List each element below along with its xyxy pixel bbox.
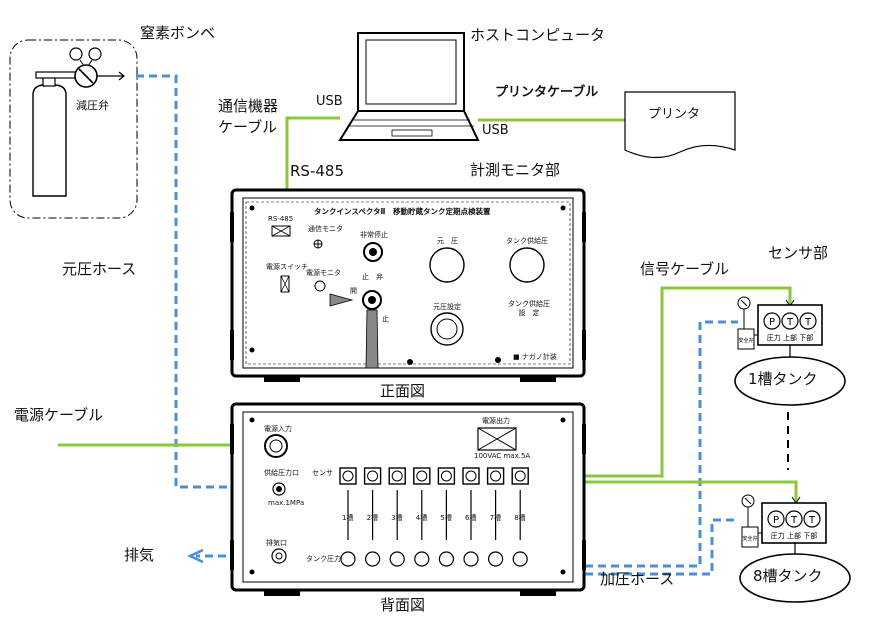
front-rs485-port: RS-485 xyxy=(268,215,294,223)
tank-pressure-port xyxy=(488,551,504,567)
front-view-label: 正面図 xyxy=(380,382,426,400)
channel-label: 5槽 xyxy=(440,514,452,522)
tank-pressure-port xyxy=(512,551,528,567)
tank-pressure-setting-label: タンク供給圧 設 定 xyxy=(508,300,550,318)
valve-stop-label: 止 弁 xyxy=(362,273,383,281)
power-switch-label: 電源スイッチ xyxy=(266,263,308,271)
source-pressure-hose-label: 元圧ホース xyxy=(62,260,137,278)
exhaust-label: 排気 xyxy=(124,546,155,564)
channel-label: 3槽 xyxy=(391,514,403,522)
cylinder-frame xyxy=(9,39,138,219)
tank-pressure-port xyxy=(365,551,381,567)
emergency-stop-label: 非常停止 xyxy=(360,231,388,239)
tank-pressure-port xyxy=(389,551,405,567)
usb-left-label: USB xyxy=(316,94,343,109)
printer-cable-label: プリンタケーブル xyxy=(495,85,599,100)
comm-cable-label: 通信機器 ケーブル xyxy=(218,97,279,136)
sensor-caption: 圧力 上部 下部 xyxy=(771,531,817,540)
sensor-row-label: センサ xyxy=(312,469,333,477)
sensor-gauge-letter: T xyxy=(804,317,812,328)
pressure-reducing-valve-label: 減圧弁 xyxy=(76,99,109,112)
supply-pressure-port-label: 供給圧力口 xyxy=(264,469,299,477)
channel-connectors xyxy=(339,467,529,567)
channel-label: 8槽 xyxy=(514,514,526,522)
sensor-unit-label: センサ部 xyxy=(768,244,829,262)
sensor-gauge-letter: P xyxy=(773,515,779,526)
power-output-label: 電源出力 xyxy=(482,417,510,425)
printer-icon xyxy=(624,91,736,159)
signal-cable-label: 信号ケーブル xyxy=(640,260,730,278)
maker-label: ■ ナガノ計装 xyxy=(513,353,557,361)
laptop-icon xyxy=(338,32,480,141)
source-pressure-gauge-label: 元 圧 xyxy=(437,237,458,245)
safety-valve-label: 安全弁 xyxy=(742,535,757,542)
measurement-monitor-label: 計測モニタ部 xyxy=(470,161,561,179)
cables xyxy=(58,116,798,503)
sensor-gauge-letter: T xyxy=(790,515,798,526)
exhaust-port-label: 排気口 xyxy=(266,539,287,547)
open-label: 開 xyxy=(350,287,357,295)
nitrogen-cylinder-label: 窒素ボンベ xyxy=(140,24,216,42)
channel-label: 2槽 xyxy=(366,514,379,522)
stop-label: 止 xyxy=(382,315,389,323)
front-panel xyxy=(230,188,586,382)
nitrogen-cylinder-icon xyxy=(32,84,67,197)
tank-pressure-port xyxy=(340,551,356,567)
power-input-label: 電源入力 xyxy=(264,425,292,433)
power-cable-label: 電源ケーブル xyxy=(14,406,104,424)
tank-pressure-port xyxy=(438,551,454,567)
sensor-gauge-letter: T xyxy=(786,317,794,328)
safety-valve-label: 安全弁 xyxy=(738,337,753,344)
channel-label: 4槽 xyxy=(415,514,428,522)
power-monitor-label: 電源モニタ xyxy=(306,269,341,277)
usb-right-label: USB xyxy=(482,123,509,138)
sensor-gauge-letter: P xyxy=(769,317,775,328)
tank-pressure-gauge-label: タンク供給圧 xyxy=(506,237,548,245)
power-output-rating: 100VAC max.5A xyxy=(474,452,531,460)
tank-pressure-port xyxy=(463,551,479,567)
tank-pressure-row-label: タンク圧力 xyxy=(306,555,341,563)
channel-label: 6槽 xyxy=(465,514,477,522)
sensor-gauge-letter: T xyxy=(808,515,816,526)
tank-pressure-port xyxy=(414,551,430,567)
tank-1-label: 1槽タンク xyxy=(748,370,818,388)
tank-8-label: 8槽タンク xyxy=(753,567,823,585)
host-computer-label: ホストコンピュータ xyxy=(470,26,606,44)
front-panel-title: タンクインスペクタⅡ 移動貯蔵タンク定期点検装置 xyxy=(314,207,491,216)
channel-label: 1槽 xyxy=(342,514,354,522)
source-pressure-setting-label: 元圧設定 xyxy=(433,303,461,311)
rs485-label: RS-485 xyxy=(290,162,344,180)
comm-monitor-label: 通信モニタ xyxy=(308,225,343,233)
channel-label: 7槽 xyxy=(489,514,502,522)
air-hoses xyxy=(136,74,738,576)
sensor-caption: 圧力 上部 下部 xyxy=(767,333,813,342)
rear-view-label: 背面図 xyxy=(380,596,426,614)
supply-pressure-rating: max.1MPa xyxy=(268,499,305,507)
pressurizing-hose-label: 加圧ホース xyxy=(600,570,675,588)
printer-label: プリンタ xyxy=(648,107,701,122)
